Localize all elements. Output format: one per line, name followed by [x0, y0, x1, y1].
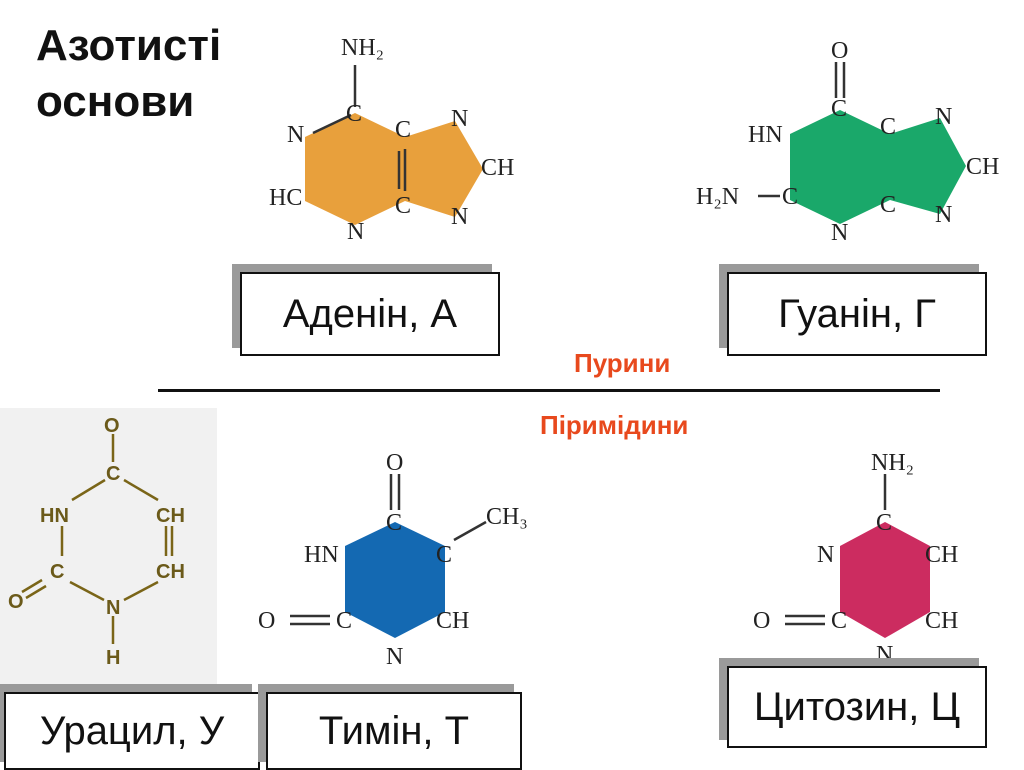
guanine-label-text: Гуанін, Г	[778, 291, 936, 336]
thymine-structure: O C CH₃ HN C O C CH N	[258, 450, 528, 670]
guanine-label: Гуанін, Г	[727, 272, 987, 356]
thymine-atom-ch6: CH	[436, 608, 469, 634]
title-line-2: основи	[36, 77, 195, 126]
uracil-atom-o-top: O	[104, 415, 120, 437]
adenine-atom-c: C	[346, 101, 362, 127]
adenine-atom-c-fuse-bot: C	[395, 193, 411, 219]
guanine-ring-five	[890, 118, 966, 214]
page-title: Азотисті основи	[36, 18, 221, 130]
guanine-structure: O C HN C N CH H₂N C C N N	[696, 38, 999, 246]
adenine-atom-ch8: CH	[481, 155, 514, 181]
adenine-atom-n1: N	[287, 122, 304, 148]
guanine-atom-c: C	[831, 96, 847, 122]
thymine-atom-c5: C	[436, 542, 452, 568]
uracil-atom-o-left: O	[8, 591, 24, 613]
thymine-atom-n1: N	[386, 644, 403, 670]
guanine-atom-h2n: H₂N	[696, 184, 739, 210]
guanine-ring-six	[790, 110, 890, 224]
guanine-atom-c-fuse-top: C	[880, 114, 896, 140]
adenine-atom-n7: N	[451, 106, 468, 132]
uracil-structure: O C HN CH O C CH N H	[8, 415, 185, 669]
adenine-atom-n9: N	[451, 204, 468, 230]
thymine-atom-c2: C	[336, 608, 352, 634]
title-line-1: Азотисті	[36, 21, 222, 70]
adenine-atom-nh2: NH₂	[341, 35, 384, 61]
cytosine-atom-nh2: NH₂	[871, 450, 914, 476]
cytosine-label: Цитозин, Ц	[727, 666, 987, 748]
guanine-atom-n9: N	[935, 202, 952, 228]
guanine-atom-o: O	[831, 38, 848, 64]
adenine-atom-hc: HC	[269, 185, 302, 211]
thymine-atom-o-top: O	[386, 450, 403, 476]
uracil-atom-ch5: CH	[156, 505, 185, 527]
uracil-atom-c2: C	[50, 561, 64, 583]
thymine-label: Тимін, Т	[266, 692, 522, 770]
guanine-atom-c-fuse-bot: C	[880, 192, 896, 218]
guanine-atom-hn: HN	[748, 122, 783, 148]
uracil-label-text: Урацил, У	[39, 708, 225, 753]
cytosine-atom-ch5: CH	[925, 542, 958, 568]
cytosine-label-text: Цитозин, Ц	[753, 684, 961, 729]
uracil-atom-ch6: CH	[156, 561, 185, 583]
guanine-atom-n3: N	[831, 220, 848, 246]
cytosine-atom-n1: N	[876, 642, 893, 668]
adenine-structure: NH₂ C N C N CH HC C N N	[269, 35, 514, 245]
cytosine-atom-o-left: O	[753, 608, 770, 634]
uracil-atom-h: H	[106, 647, 120, 669]
uracil-background	[0, 408, 217, 684]
cytosine-ring	[840, 522, 930, 638]
thymine-atom-ch3: CH₃	[486, 504, 528, 530]
thymine-atom-o-left: O	[258, 608, 275, 634]
pyrimidines-heading: Піримідини	[540, 410, 689, 440]
guanine-atom-ch8: CH	[966, 154, 999, 180]
cytosine-structure: NH₂ C N CH O C CH N	[753, 450, 958, 668]
cytosine-atom-ch6: CH	[925, 608, 958, 634]
cytosine-atom-n3: N	[817, 542, 834, 568]
uracil-atom-hn: HN	[40, 505, 69, 527]
guanine-atom-n7: N	[935, 104, 952, 130]
adenine-label-text: Аденін, А	[282, 291, 458, 336]
thymine-label-text: Тимін, Т	[318, 708, 470, 753]
adenine-ring-five	[405, 121, 483, 217]
thymine-atom-c4: C	[386, 510, 402, 536]
adenine-label: Аденін, А	[240, 272, 500, 356]
uracil-atom-c4: C	[106, 463, 120, 485]
uracil-label: Урацил, У	[4, 692, 260, 770]
adenine-atom-n3: N	[347, 219, 364, 245]
purines-heading: Пурини	[574, 348, 671, 378]
uracil-atom-n1: N	[106, 597, 120, 619]
thymine-atom-hn: HN	[304, 542, 339, 568]
thymine-ring	[345, 522, 445, 638]
group-divider	[158, 389, 940, 392]
guanine-atom-c2: C	[782, 184, 798, 210]
cytosine-atom-c4: C	[876, 510, 892, 536]
adenine-ring-six	[305, 113, 405, 225]
adenine-atom-c-fuse-top: C	[395, 117, 411, 143]
cytosine-atom-c2: C	[831, 608, 847, 634]
